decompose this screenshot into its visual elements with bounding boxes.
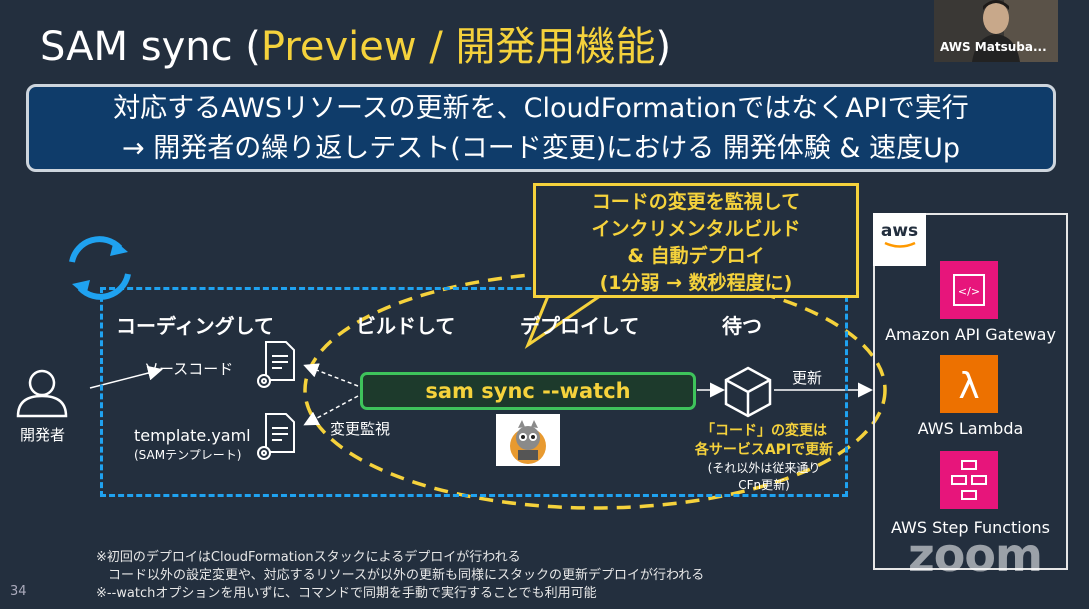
title-prefix: SAM sync (	[40, 24, 261, 70]
callout-line-1: コードの変更を監視して	[591, 191, 801, 213]
api-gateway-icon: </>	[940, 261, 998, 319]
svg-text:</>: </>	[958, 285, 980, 298]
participant-video[interactable]: AWS Matsuba...	[934, 0, 1058, 62]
svg-text:λ: λ	[958, 366, 979, 407]
highlight-ellipse	[303, 270, 887, 510]
sync-icon	[69, 236, 131, 300]
template-file-icon	[257, 413, 295, 460]
stage-coding: コーディングして	[116, 314, 274, 338]
source-file-icon	[257, 341, 295, 388]
watch-arrow-template	[303, 395, 359, 426]
callout-box: コードの変更を監視して インクリメンタルビルド & 自動デプロイ (1分弱 → …	[533, 183, 859, 298]
callout-line-4: (1分弱 → 数秒程度に)	[599, 272, 793, 294]
stage-build: ビルドして	[356, 314, 456, 338]
slide-title: SAM sync (Preview / 開発用機能)	[40, 14, 671, 72]
service-label-step-functions: AWS Step Functions	[890, 518, 1051, 537]
service-label-lambda: AWS Lambda	[917, 419, 1024, 438]
lambda-icon: λ	[940, 355, 998, 413]
participant-silhouette	[934, 0, 1058, 62]
aws-logo-text: aws	[880, 221, 919, 241]
code-note: 「コード」の変更は 各サービスAPIで更新 (それ以外は従来通り CFn更新)	[676, 422, 852, 494]
summary-banner: 対応するAWSリソースの更新を、CloudFormationではなくAPIで実行…	[26, 84, 1056, 172]
code-note-line-2: 各サービスAPIで更新	[694, 442, 834, 458]
footnote-1: ※初回のデプロイはCloudFormationスタックによるデプロイが行われる	[96, 550, 521, 565]
aws-cloud-box	[873, 213, 1068, 570]
service-label-api-gateway: Amazon API Gateway	[885, 325, 1056, 344]
stage-wait: 待つ	[722, 314, 762, 338]
banner-line-1: 対応するAWSリソースの更新を、CloudFormationではなくAPIで実行	[113, 93, 969, 124]
source-code-label: ソースコード	[144, 360, 234, 378]
aws-smile-icon	[883, 241, 916, 248]
developer-icon	[16, 369, 68, 418]
watch-label: 変更監視	[330, 420, 391, 438]
code-note-line-1: 「コード」の変更は	[701, 423, 827, 439]
banner-line-2: → 開発者の繰り返しテスト(コード変更)における 開発体験 & 速度Up	[122, 133, 960, 164]
template-sub-label: (SAMテンプレート)	[134, 448, 242, 462]
footnote-3: ※--watchオプションを用いずに、コマンドで同期を手動で実行することでも利用…	[96, 586, 597, 601]
workflow-box	[100, 287, 848, 497]
watch-arrow-source	[303, 363, 359, 387]
sam-squirrel-icon	[496, 414, 560, 466]
title-highlight: Preview / 開発用機能	[260, 24, 656, 70]
aws-logo: aws	[873, 213, 926, 266]
code-note-line-4: CFn更新)	[738, 478, 790, 492]
callout-line-2: インクリメンタルビルド	[591, 218, 801, 240]
developer-label: 開発者	[20, 426, 66, 444]
callout-line-3: & 自動デプロイ	[627, 245, 765, 267]
title-suffix: )	[655, 24, 672, 70]
template-label: template.yaml	[134, 426, 251, 445]
stage-deploy: デプロイして	[520, 314, 640, 338]
zoom-watermark: zoom	[908, 528, 1043, 582]
update-label: 更新	[792, 369, 823, 387]
command-pill: sam sync --watch	[360, 372, 696, 410]
participant-name: AWS Matsuba...	[940, 40, 1047, 54]
footnote-2: コード以外の設定変更や、対応するリソースが以外の更新も同様にスタックの更新デプロ…	[108, 568, 705, 583]
step-functions-icon	[940, 451, 998, 509]
package-icon	[724, 366, 772, 418]
page-number: 34	[10, 584, 27, 599]
footnotes: ※初回のデプロイはCloudFormationスタックによるデプロイが行われる …	[96, 549, 704, 603]
code-note-line-3: (それ以外は従来通り	[707, 461, 821, 475]
